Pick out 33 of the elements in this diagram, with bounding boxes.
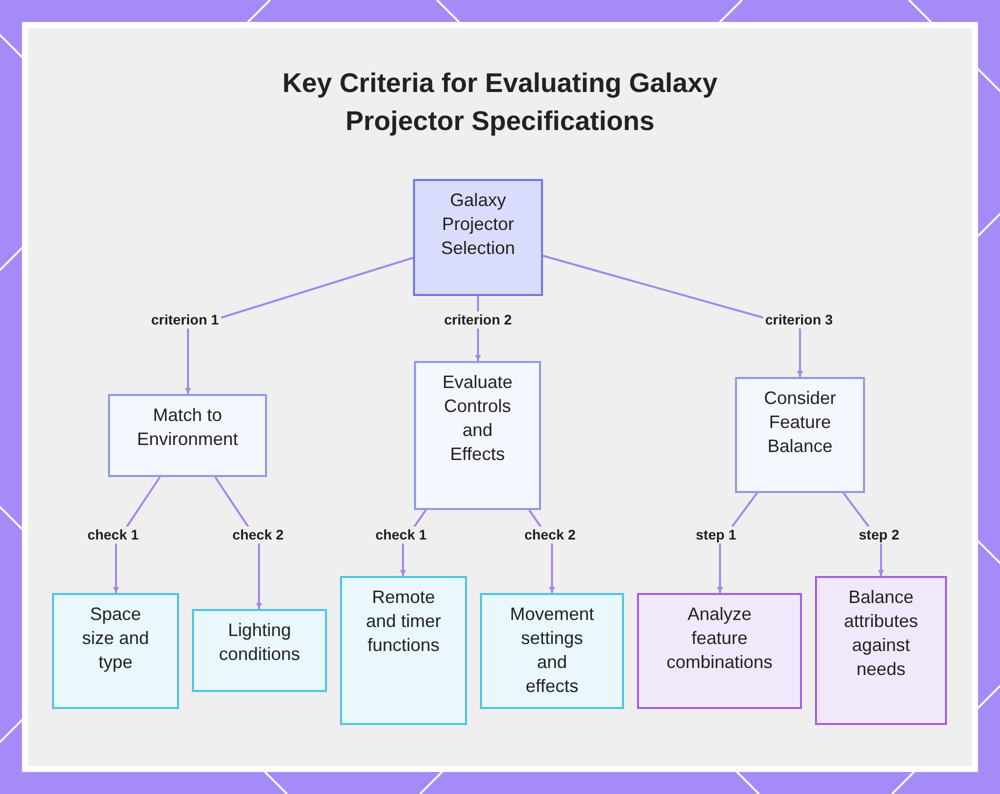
node-label: Match to Environment [136,404,240,451]
node-label: Movement settings and effects [509,603,595,698]
process-box [414,361,541,510]
diagram-title: Key Criteria for Evaluating Galaxy Projector Specifications [281,67,719,138]
process-box [192,609,327,692]
connector-arrow [185,256,414,394]
node-label: Consider Feature Balance [762,387,838,458]
edge-label: criterion 3 [763,312,835,328]
edge-label: criterion 2 [442,312,514,328]
connector-arrow [542,254,803,377]
process-box [815,576,947,725]
edge-label: criterion 1 [149,312,221,328]
node-label: Space size and type [80,603,150,674]
edge-label: check 1 [85,526,141,544]
node-label: Balance attributes against needs [842,586,920,681]
edge-label: check 2 [522,526,578,544]
node-label: Lighting conditions [218,619,302,666]
process-box [52,593,179,709]
edge-label: check 1 [373,526,429,544]
node-label: Evaluate Controls and Effects [441,371,514,466]
node-label: Analyze feature combinations [665,603,774,674]
node-label: Galaxy Projector Selection [440,189,516,260]
edge-label: step 1 [694,526,738,544]
process-box [413,179,543,296]
process-box [637,593,802,709]
process-box [480,593,624,709]
node-label: Remote and timer functions [364,586,442,657]
edge-label: check 2 [230,526,286,544]
connector-arrow [214,476,262,609]
process-box [108,394,267,477]
edge-label: step 2 [856,526,902,544]
process-box [735,377,865,493]
process-box [340,576,467,725]
